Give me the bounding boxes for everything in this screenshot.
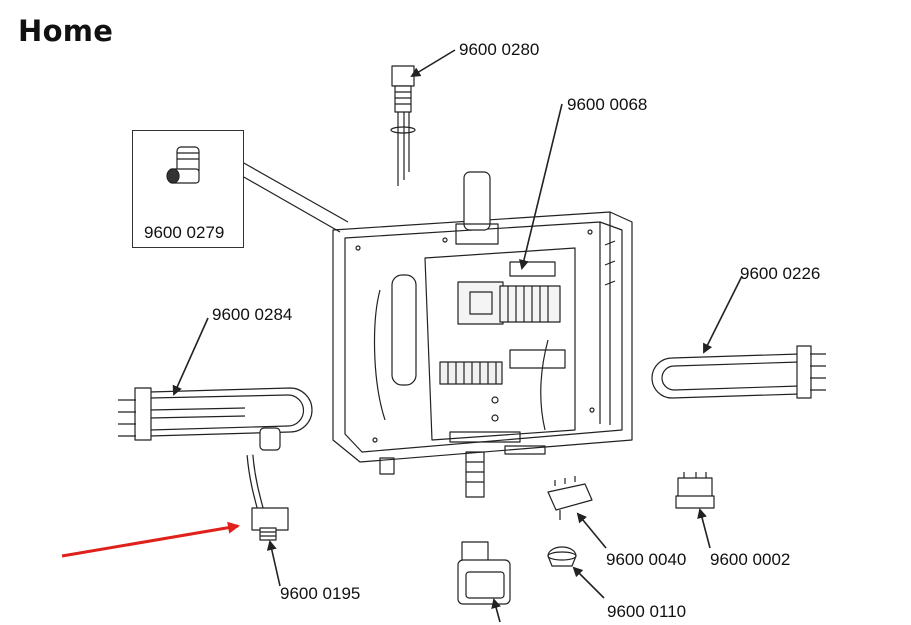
hose-switch-part — [246, 427, 289, 541]
part-label-9600-0110: 9600 0110 — [607, 602, 687, 621]
part-label-9600-0226: 9600 0226 — [740, 264, 821, 283]
red-pointer-arrow-icon — [61, 521, 240, 558]
thermostat-0002-part — [675, 472, 715, 509]
part-label-9600-0040: 9600 0040 — [606, 550, 687, 569]
bottom-pump-part — [457, 541, 511, 605]
page-title: Home — [18, 14, 114, 48]
main-housing — [332, 171, 633, 498]
switch-0040-part — [547, 476, 593, 520]
part-label-9600-0002: 9600 0002 — [710, 550, 791, 569]
leader-arrow-icon — [172, 49, 743, 623]
terminal-block — [499, 285, 561, 323]
thermostat-probe-part — [390, 65, 416, 186]
right-heating-element-part — [651, 345, 826, 399]
left-heating-element-part — [118, 387, 313, 441]
part-label-9600-0280: 9600 0280 — [459, 40, 540, 59]
cap-0110-part — [547, 546, 577, 567]
part-label-9600-0068: 9600 0068 — [567, 95, 648, 114]
angle-valve-icon — [166, 146, 200, 184]
part-label-9600-0284: 9600 0284 — [212, 305, 293, 324]
part-label-9600-0195: 9600 0195 — [280, 584, 361, 603]
part-label-9600-0279: 9600 0279 — [144, 223, 225, 242]
inset-valve-box — [132, 130, 244, 248]
